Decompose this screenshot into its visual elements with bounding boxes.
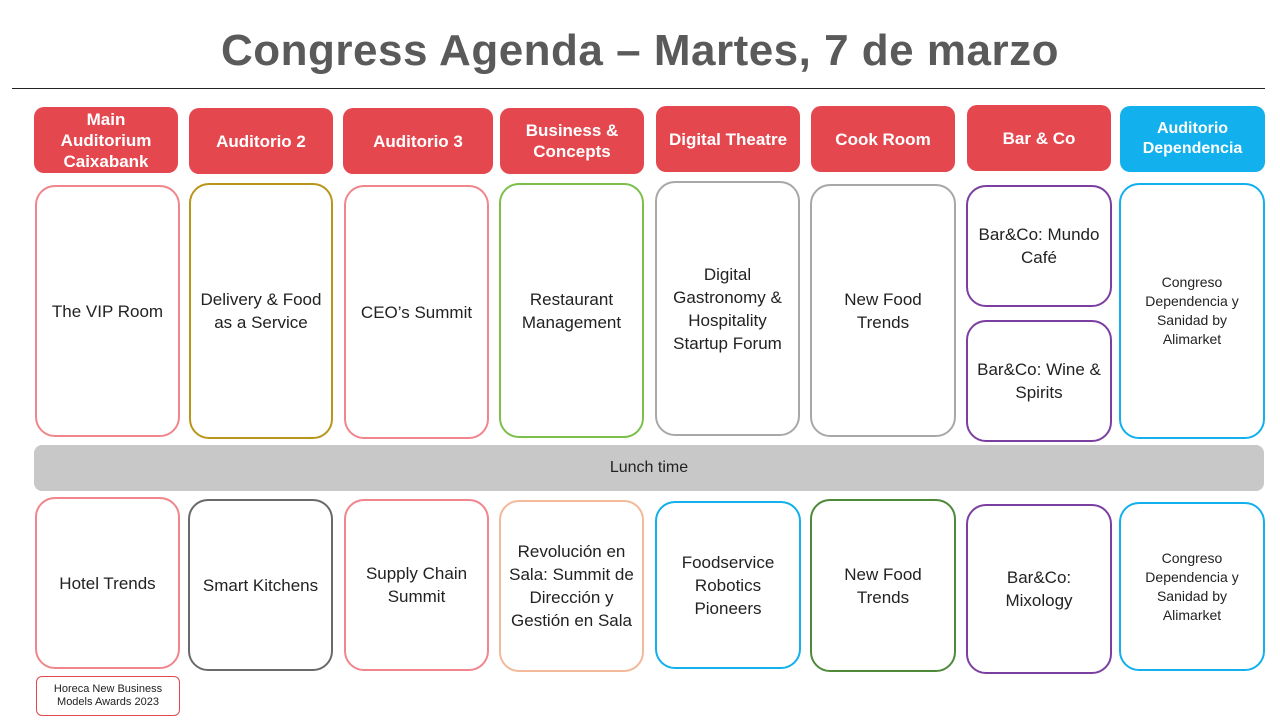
session-barco-mixology: Bar&Co: Mixology: [966, 504, 1112, 674]
room-header-bar-co: Bar & Co: [967, 105, 1111, 171]
room-header-digital-theatre: Digital Theatre: [656, 106, 800, 172]
room-header-main-auditorium: Main Auditorium Caixabank: [34, 107, 178, 173]
room-header-auditorio-3: Auditorio 3: [343, 108, 493, 174]
session-ceos-summit: CEO’s Summit: [344, 185, 489, 439]
session-barco-wine-spirits: Bar&Co: Wine & Spirits: [966, 320, 1112, 442]
lunch-break-bar: Lunch time: [34, 445, 1264, 491]
awards-label: Horeca New Business Models Awards 2023: [36, 676, 180, 716]
session-restaurant-management: Restaurant Management: [499, 183, 644, 438]
session-digital-gastronomy-forum: Digital Gastronomy & Hospitality Startup…: [655, 181, 800, 436]
session-the-vip-room: The VIP Room: [35, 185, 180, 437]
session-revolucion-en-sala: Revolución en Sala: Summit de Dirección …: [499, 500, 644, 672]
session-hotel-trends: Hotel Trends: [35, 497, 180, 669]
session-congreso-dependencia-morning: Congreso Dependencia y Sanidad by Alimar…: [1119, 183, 1265, 439]
session-foodservice-robotics: Foodservice Robotics Pioneers: [655, 501, 801, 669]
session-new-food-trends-morning: New Food Trends: [810, 184, 956, 437]
room-header-auditorio-dependencia: Auditorio Dependencia: [1120, 106, 1265, 172]
room-header-business-concepts: Business & Concepts: [500, 108, 644, 174]
room-header-auditorio-2: Auditorio 2: [189, 108, 333, 174]
page-title: Congress Agenda – Martes, 7 de marzo: [221, 26, 1059, 75]
session-new-food-trends-afternoon: New Food Trends: [810, 499, 956, 672]
session-smart-kitchens: Smart Kitchens: [188, 499, 333, 671]
session-barco-mundo-cafe: Bar&Co: Mundo Café: [966, 185, 1112, 307]
session-supply-chain-summit: Supply Chain Summit: [344, 499, 489, 671]
room-header-cook-room: Cook Room: [811, 106, 955, 172]
session-congreso-dependencia-afternoon: Congreso Dependencia y Sanidad by Alimar…: [1119, 502, 1265, 671]
session-delivery-food-as-a-service: Delivery & Food as a Service: [189, 183, 333, 439]
title-divider: [12, 88, 1265, 89]
